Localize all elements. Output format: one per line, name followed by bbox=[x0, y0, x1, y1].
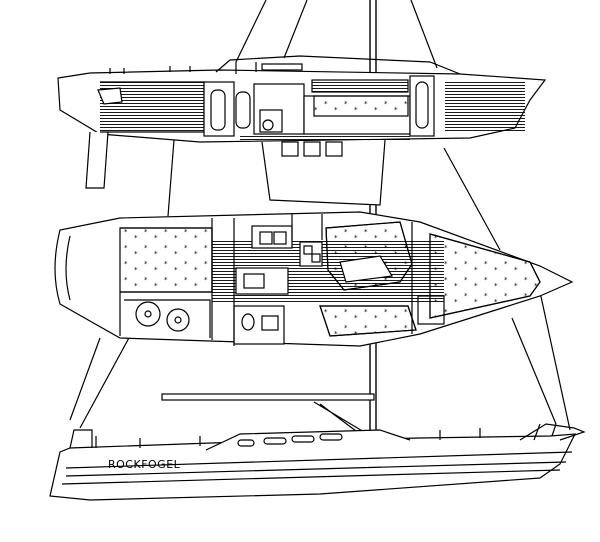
side-elevation: ROCKFOGEL bbox=[49, 393, 586, 501]
elevation-hull-outline bbox=[49, 433, 577, 501]
backstay-line bbox=[235, 0, 267, 63]
forestay-line bbox=[410, 0, 438, 69]
interior-profile-section bbox=[57, 55, 547, 206]
keel bbox=[261, 139, 386, 206]
hull-name-label: ROCKFOGEL bbox=[108, 458, 181, 471]
accommodation-plan bbox=[54, 211, 574, 347]
boom bbox=[161, 393, 375, 401]
rudder bbox=[85, 131, 109, 189]
